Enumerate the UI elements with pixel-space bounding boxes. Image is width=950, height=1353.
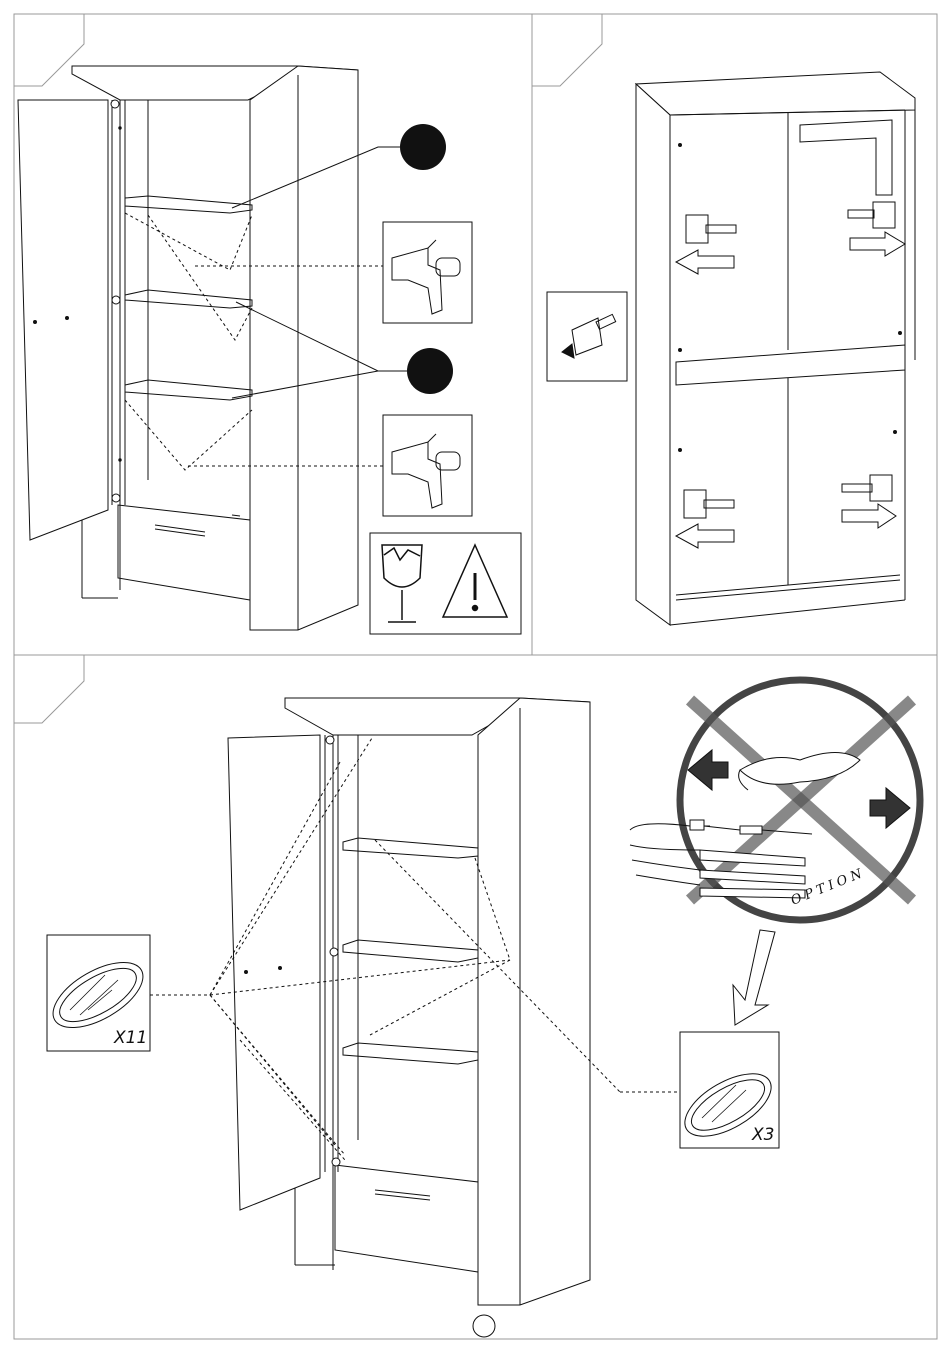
led-light-kit-icon xyxy=(630,680,920,920)
wall-anchor-bracket-icon xyxy=(848,202,905,256)
wall-anchor-bracket-icon xyxy=(547,292,627,381)
wall-anchor-bracket-icon xyxy=(842,475,896,528)
warning-triangle-icon xyxy=(443,545,507,617)
fragile-glass-icon xyxy=(382,545,422,622)
arrow-down-icon xyxy=(733,930,775,1025)
cabinet-drawing-step-c xyxy=(228,698,590,1305)
cabinet-back-view xyxy=(636,72,915,625)
glass-small-qty-label: X11 xyxy=(113,1028,147,1048)
shelf-support-pin-icon xyxy=(383,222,472,323)
wall-anchor-bracket-icon xyxy=(676,215,736,274)
panel-frames xyxy=(14,14,937,1339)
wall-anchor-bracket-icon xyxy=(676,490,734,548)
shelf-support-pin-icon xyxy=(383,415,472,516)
cabinet-drawing-step-a xyxy=(18,66,358,630)
safety-warning-box xyxy=(370,533,521,634)
page-number-circle xyxy=(473,1315,495,1337)
glass-large-qty-label: X3 xyxy=(751,1125,774,1145)
